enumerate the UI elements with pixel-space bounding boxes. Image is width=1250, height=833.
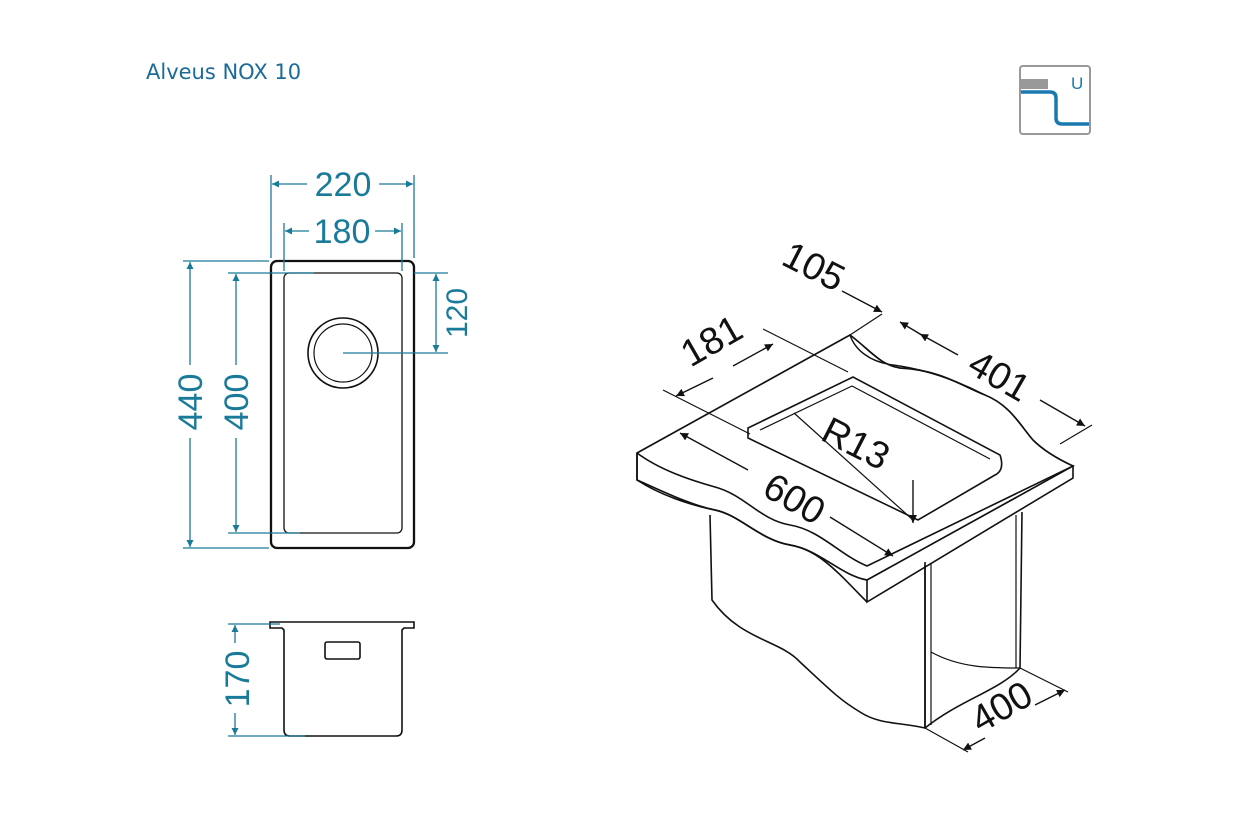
- iso-view: R13 105 181 401 600 400: [636, 234, 1093, 753]
- dim-inner-length: 400: [218, 374, 256, 431]
- top-view: 220 180 440 400 120: [172, 166, 474, 550]
- sink-outer-outline: [269, 259, 416, 550]
- undermount-icon: U: [1019, 65, 1091, 135]
- dim-600: 600: [756, 466, 832, 534]
- dim-105: 105: [776, 234, 852, 300]
- dim-inner-width: 180: [314, 213, 371, 251]
- side-view: 170: [219, 621, 415, 737]
- dim-depth: 170: [219, 651, 257, 708]
- dim-400: 400: [964, 674, 1040, 742]
- sink-bowl-outline: [283, 272, 403, 534]
- sink-side-outline: [269, 621, 415, 737]
- mount-type-label: U: [1071, 74, 1083, 93]
- overflow-slot: [324, 641, 361, 660]
- dim-outer-length: 440: [172, 374, 210, 431]
- dim-401: 401: [961, 343, 1037, 411]
- dim-181: 181: [674, 308, 750, 376]
- product-title: Alveus NOX 10: [146, 60, 302, 84]
- dim-outer-width: 220: [315, 166, 372, 204]
- dim-drain-offset: 120: [441, 288, 474, 338]
